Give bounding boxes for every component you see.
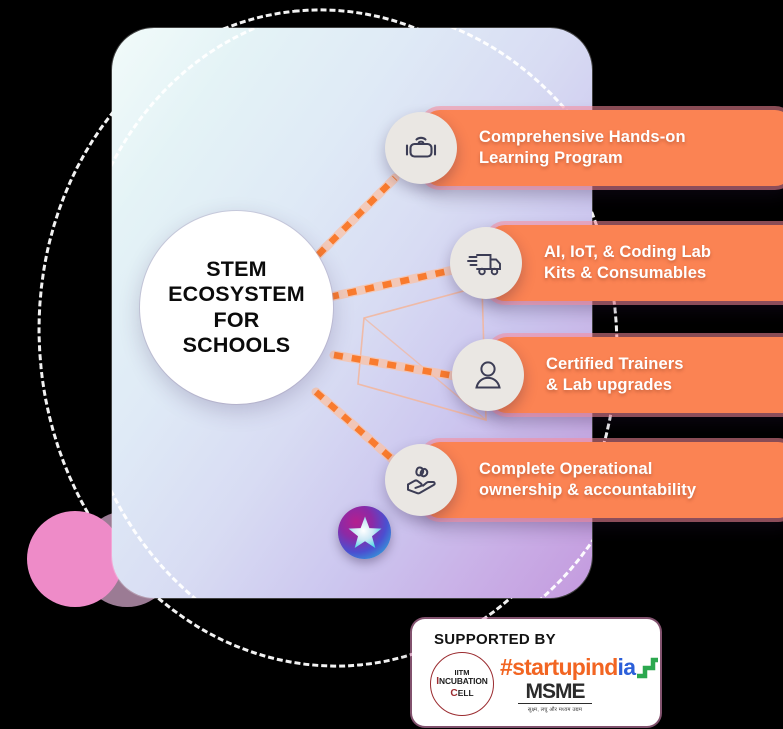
startupindia-logo: #startupindia: [500, 653, 661, 680]
feature-card-4[interactable]: Complete Operational ownership & account…: [423, 442, 783, 518]
center-hub-circle: STEM ECOSYSTEM FOR SCHOOLS: [140, 211, 333, 404]
startupindia-part-3: i: [617, 653, 624, 680]
star-glyph: [348, 516, 381, 548]
msme-logo: MSME सूक्ष्म, लघु और मध्यम उद्यम: [518, 681, 592, 713]
iitm-incubation-cell-logo: IITM INCUBATION CELL: [430, 652, 494, 716]
iitm-logo-line-1: IITM: [454, 667, 470, 677]
msme-hindi-subtitle: सूक्ष्म, लघु और मध्यम उद्यम: [518, 702, 592, 713]
feature-3-line-1: Certified Trainers: [546, 355, 684, 374]
delivery-truck-icon: [450, 227, 522, 299]
center-line-4: SCHOOLS: [182, 332, 291, 357]
iitm-logo-line-3: CELL: [450, 688, 473, 700]
decorative-pink-circle-front: [27, 511, 123, 607]
feature-3-line-2: & Lab upgrades: [546, 376, 673, 394]
vr-headset-icon: [385, 112, 457, 184]
feature-4-line-1: Complete Operational: [479, 460, 653, 479]
feature-card-2[interactable]: AI, IoT, & Coding Lab Kits & Consumables: [488, 225, 783, 301]
supported-by-title: SUPPORTED BY: [434, 631, 556, 648]
iitm-cap-i: I: [436, 676, 439, 688]
startupindia-part-4: a: [623, 653, 636, 680]
startupindia-part-2: ind: [585, 653, 618, 680]
startupindia-green-steps-icon: [637, 657, 659, 678]
center-line-1: STEM: [206, 256, 267, 281]
feature-1-line-2: Learning Program: [479, 149, 623, 167]
center-hub-label: STEM ECOSYSTEM FOR SCHOOLS: [168, 257, 305, 358]
center-line-3: FOR: [213, 307, 260, 332]
star-sparkle-icon: [338, 506, 391, 559]
iitm-logo-line-2: INCUBATION: [436, 676, 488, 688]
feature-card-1[interactable]: Comprehensive Hands-on Learning Program: [423, 110, 783, 186]
iitm-rest-ell: ELL: [457, 687, 474, 698]
startupindia-wordmark: #startupindia: [500, 653, 636, 680]
iitm-cap-c: C: [450, 687, 458, 699]
feature-4-line-2: ownership & accountability: [479, 481, 697, 499]
feature-item-1[interactable]: Comprehensive Hands-on Learning Program: [385, 110, 783, 186]
feature-item-2[interactable]: AI, IoT, & Coding Lab Kits & Consumables: [450, 225, 783, 301]
feature-card-3[interactable]: Certified Trainers & Lab upgrades: [490, 337, 783, 413]
supported-logos-row: IITM INCUBATION CELL #startupindia MSME …: [412, 652, 660, 716]
iitm-rest-ncubation: NCUBATION: [439, 676, 488, 687]
feature-2-line-1: AI, IoT, & Coding Lab: [544, 243, 712, 262]
msme-wordmark: MSME: [525, 679, 586, 703]
hand-leaf-icon: [385, 444, 457, 516]
feature-2-line-2: Kits & Consumables: [544, 264, 707, 282]
supported-by-badge: SUPPORTED BY IITM INCUBATION CELL #start…: [412, 619, 660, 726]
user-person-icon: [452, 339, 524, 411]
feature-item-4[interactable]: Complete Operational ownership & account…: [385, 442, 783, 518]
center-line-2: ECOSYSTEM: [168, 282, 305, 307]
startupindia-msme-column: #startupindia MSME सूक्ष्म, लघु और मध्यम…: [500, 653, 661, 713]
startupindia-part-1: #startup: [500, 653, 586, 680]
feature-1-line-1: Comprehensive Hands-on: [479, 128, 686, 147]
feature-item-3[interactable]: Certified Trainers & Lab upgrades: [452, 337, 783, 413]
